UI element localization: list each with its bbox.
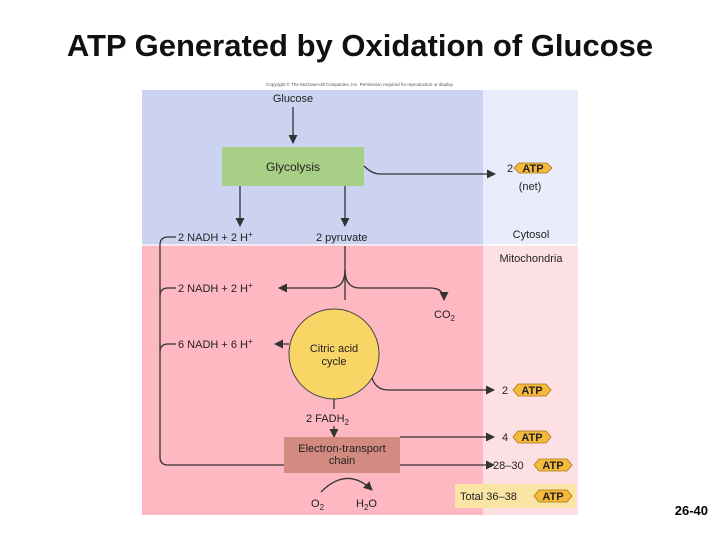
citric-acid-label: Citric acid <box>310 343 358 355</box>
total-label: Total 36–38 <box>460 491 517 503</box>
cytosol-label: Cytosol <box>513 229 550 241</box>
atp-etc-count: 4 <box>502 432 508 444</box>
nadh-pdh-join <box>159 287 176 297</box>
co2-label: CO2 <box>434 309 456 323</box>
atp-badge-total: ATP <box>533 489 573 503</box>
electron-transport-chain-box <box>284 437 400 473</box>
atp-badge-glycolysis: ATP <box>513 162 553 175</box>
atp-badge-citric: ATP <box>512 383 552 397</box>
nadh-tca-label: 6 NADH + 6 H+ <box>178 337 253 351</box>
glucose-label: Glucose <box>273 93 313 105</box>
glycolysis-label: Glycolysis <box>266 160 320 174</box>
etc-label-line2: chain <box>329 455 355 467</box>
nadh-tca-join <box>159 343 176 353</box>
nadh-glycolysis-label: 2 NADH + 2 H+ <box>178 230 253 244</box>
atp-badge-nadh: ATP <box>533 458 573 472</box>
svg-text:ATP: ATP <box>521 432 542 444</box>
h2o-label: H2O <box>356 498 377 512</box>
slide-number: 26-40 <box>674 503 708 518</box>
o2-label: O2 <box>311 498 325 512</box>
nadh-pdh-label: 2 NADH + 2 H+ <box>178 281 253 295</box>
atp-glycolysis-net: (net) <box>519 181 542 193</box>
fadh2-label: 2 FADH2 <box>306 413 350 427</box>
mitochondria-side-region <box>483 245 578 515</box>
citric-cycle-label: cycle <box>321 356 346 368</box>
glycolysis-box <box>222 147 364 186</box>
pyruvate-co2-branch <box>344 269 449 301</box>
etc-label-line1: Electron-transport <box>298 443 385 455</box>
svg-text:ATP: ATP <box>542 460 563 472</box>
glycolysis-atp-arrow <box>363 165 496 179</box>
tca-atp-arrow <box>371 377 495 395</box>
o2-to-h2o-arrow <box>320 477 373 493</box>
atp-glycolysis-count: 2 <box>507 163 513 175</box>
mitochondria-label: Mitochondria <box>500 253 564 265</box>
slide-title: ATP Generated by Oxidation of Glucose <box>66 28 654 63</box>
svg-text:ATP: ATP <box>522 163 543 175</box>
atp-nadh-count: 28–30 <box>493 460 524 472</box>
copyright-notice: Copyright © The McGraw-Hill Companies, I… <box>266 81 454 87</box>
atp-badge-etc: ATP <box>512 430 552 444</box>
svg-text:ATP: ATP <box>521 385 542 397</box>
atp-citric-count: 2 <box>502 385 508 397</box>
pyruvate-label: 2 pyruvate <box>316 232 367 244</box>
svg-text:ATP: ATP <box>542 491 563 503</box>
